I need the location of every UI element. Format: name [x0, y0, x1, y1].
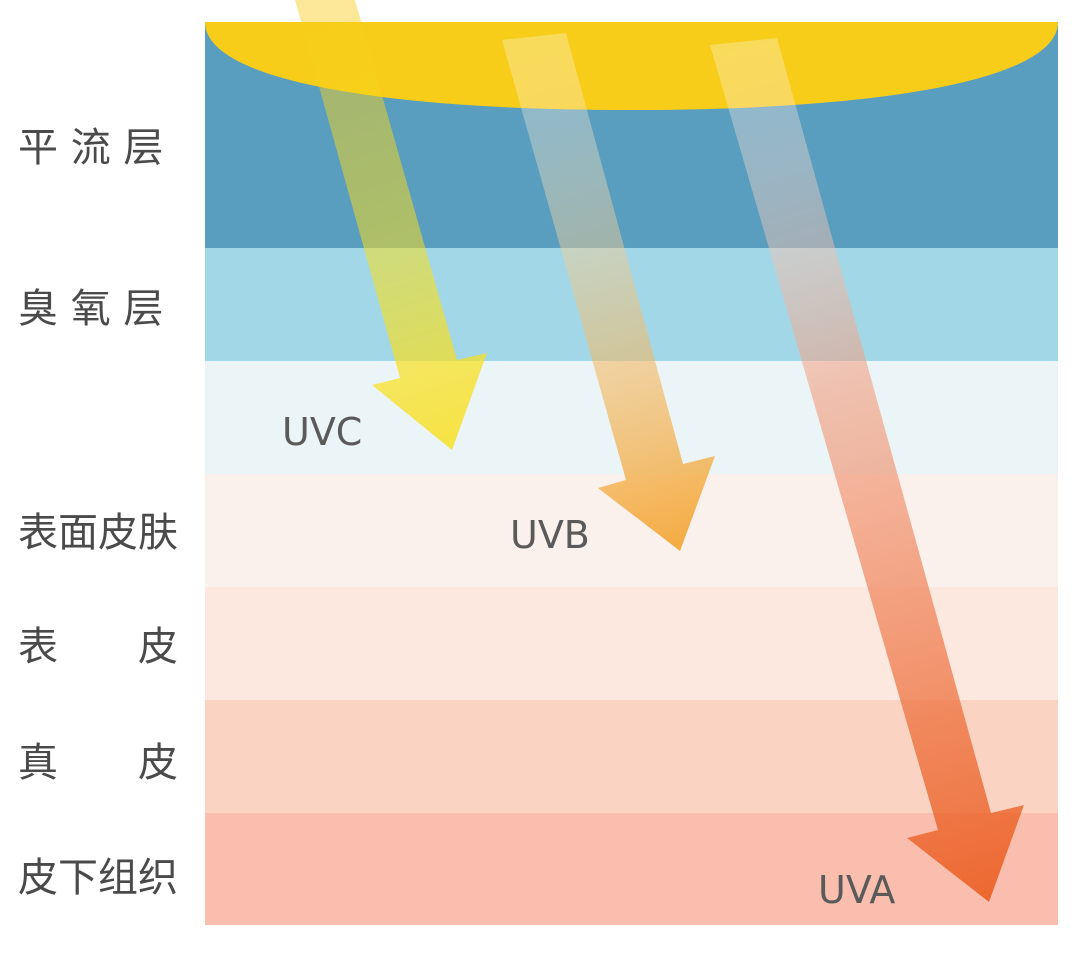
uvc-arrow [295, 0, 487, 450]
layer-band-subcutis [205, 813, 1058, 925]
layer-label-dermis: 真 皮 [18, 740, 178, 786]
layer-label-skin-surface: 表面皮肤 [18, 510, 178, 556]
layer-label-subcutis: 皮下组织 [18, 855, 178, 901]
uvb-label: UVB [510, 513, 590, 557]
layer-label-epidermis: 表 皮 [18, 624, 178, 670]
uvb-arrow [502, 33, 715, 551]
uva-arrow [710, 38, 1024, 902]
layer-label-stratosphere: 平 流 层 [18, 125, 164, 171]
layer-label-ozone: 臭 氧 层 [18, 286, 164, 332]
sun-shape [205, 22, 1058, 110]
uva-label: UVA [818, 868, 895, 912]
uvc-label: UVC [282, 410, 362, 454]
